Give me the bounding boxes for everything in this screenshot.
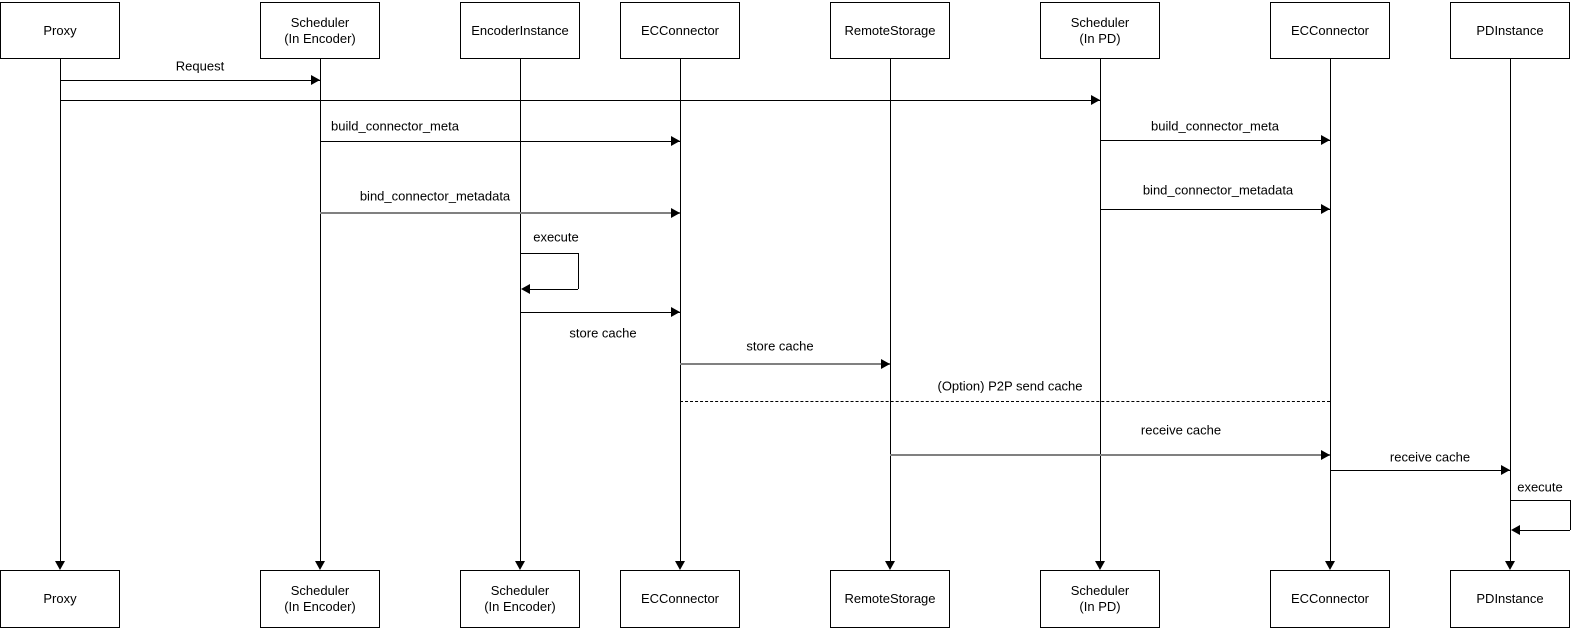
- lifeline-arrowhead-down: [1095, 561, 1105, 570]
- message-line-request: [60, 80, 320, 81]
- message-label-bind-connector-metadata: bind_connector_metadata: [357, 188, 513, 204]
- lifeline-encoderinstance: [520, 59, 521, 561]
- lifeline-scheduler-in-encoder: [320, 59, 321, 561]
- message-label-receive-cache: receive cache: [1387, 449, 1473, 465]
- participant-top-label: Scheduler (In Encoder): [284, 14, 356, 46]
- message-line-receive-cache: [890, 454, 1330, 456]
- participant-bottom-box-ecconnector: ECConnector: [620, 570, 740, 628]
- lifeline-ecconnector: [680, 59, 681, 561]
- message-label-option-p2p-send-cache: (Option) P2P send cache: [935, 378, 1085, 394]
- message-label-receive-cache: receive cache: [1138, 422, 1224, 438]
- participant-bottom-box-ecconnector: ECConnector: [1270, 570, 1390, 628]
- participant-top-box-scheduler-in-pd: Scheduler (In PD): [1040, 2, 1160, 59]
- message-line-build-connector-meta: [1100, 140, 1330, 141]
- lifeline-arrowhead-down: [315, 561, 325, 570]
- message-line-bind-connector-metadata: [320, 212, 680, 214]
- lifeline-remotestorage: [890, 59, 891, 561]
- participant-top-label: RemoteStorage: [844, 22, 936, 38]
- participant-top-box-ecconnector: ECConnector: [1270, 2, 1390, 59]
- self-message-side-execute: [578, 253, 579, 289]
- message-label-bind-connector-metadata: bind_connector_metadata: [1140, 182, 1296, 198]
- message-arrowhead-receive-cache: [1321, 450, 1330, 460]
- participant-top-box-pdinstance: PDInstance: [1450, 2, 1570, 59]
- participant-top-box-encoderinstance: EncoderInstance: [460, 2, 580, 59]
- participant-top-box-proxy: Proxy: [0, 2, 120, 59]
- lifeline-arrowhead-down: [515, 561, 525, 570]
- participant-bottom-label: PDInstance: [1476, 591, 1544, 606]
- lifeline-arrowhead-down: [675, 561, 685, 570]
- participant-top-box-ecconnector: ECConnector: [620, 2, 740, 59]
- message-arrowhead-store-cache: [671, 307, 680, 317]
- self-message-bottom-execute: [529, 289, 578, 290]
- message-line-store-cache: [520, 312, 680, 313]
- participant-bottom-box-scheduler-in-encoder: Scheduler (In Encoder): [260, 570, 380, 628]
- message-label-request: Request: [173, 58, 227, 74]
- lifeline-ecconnector: [1330, 59, 1331, 561]
- message-label-build-connector-meta: build_connector_meta: [329, 118, 461, 134]
- message-line-build-connector-meta: [320, 141, 680, 142]
- participant-top-label: Scheduler (In PD): [1070, 14, 1130, 46]
- message-line-receive-cache: [1330, 470, 1510, 471]
- participant-bottom-label: RemoteStorage: [844, 591, 936, 606]
- participant-bottom-label: ECConnector: [1290, 591, 1370, 606]
- message-arrowhead-execute: [1511, 525, 1520, 535]
- participant-top-label: Proxy: [43, 22, 77, 38]
- lifeline-proxy: [60, 59, 61, 561]
- lifeline-pdinstance: [1510, 59, 1511, 561]
- lifeline-arrowhead-down: [1325, 561, 1335, 570]
- message-arrowhead-bind-connector-metadata: [671, 208, 680, 218]
- message-arrowhead-unlabeled: [1091, 95, 1100, 105]
- participant-bottom-label: Proxy: [43, 591, 77, 606]
- self-message-bottom-execute: [1519, 530, 1570, 531]
- participant-bottom-box-pdinstance: PDInstance: [1450, 570, 1570, 628]
- message-label-build-connector-meta: build_connector_meta: [1149, 118, 1281, 134]
- self-message-top-execute: [1510, 500, 1570, 501]
- participant-bottom-label: Scheduler (In PD): [1070, 583, 1130, 614]
- participant-bottom-label: ECConnector: [640, 591, 720, 606]
- lifeline-arrowhead-down: [55, 561, 65, 570]
- participant-top-label: ECConnector: [640, 22, 720, 38]
- participant-top-label: ECConnector: [1290, 22, 1370, 38]
- message-line-bind-connector-metadata: [1100, 209, 1330, 210]
- participant-bottom-box-remotestorage: RemoteStorage: [830, 570, 950, 628]
- message-label-store-cache: store cache: [744, 338, 816, 354]
- self-message-top-execute: [520, 253, 578, 254]
- message-arrowhead-request: [311, 75, 320, 85]
- message-label-execute: execute: [531, 229, 581, 245]
- lifeline-arrowhead-down: [885, 561, 895, 570]
- message-arrowhead-build-connector-meta: [671, 136, 680, 146]
- participant-top-box-remotestorage: RemoteStorage: [830, 2, 950, 59]
- participant-bottom-label: Scheduler (In Encoder): [284, 583, 356, 614]
- participant-top-box-scheduler-in-encoder: Scheduler (In Encoder): [260, 2, 380, 59]
- message-line-store-cache: [680, 363, 890, 365]
- participant-bottom-box-scheduler-in-pd: Scheduler (In PD): [1040, 570, 1160, 628]
- message-line-unlabeled: [60, 100, 1100, 101]
- message-line-option-p2p-send-cache: [680, 401, 1330, 402]
- participant-top-label: PDInstance: [1476, 22, 1544, 38]
- participant-bottom-box-scheduler-in-encoder: Scheduler (In Encoder): [460, 570, 580, 628]
- message-arrowhead-store-cache: [881, 359, 890, 369]
- lifeline-arrowhead-down: [1505, 561, 1515, 570]
- message-label-store-cache: store cache: [567, 325, 639, 341]
- participant-bottom-label: Scheduler (In Encoder): [484, 583, 556, 614]
- self-message-side-execute: [1570, 500, 1571, 530]
- message-arrowhead-build-connector-meta: [1321, 135, 1330, 145]
- message-label-execute: execute: [1515, 479, 1565, 495]
- participant-top-label: EncoderInstance: [471, 22, 569, 38]
- message-arrowhead-receive-cache: [1501, 465, 1510, 475]
- lifeline-scheduler-in-pd: [1100, 59, 1101, 561]
- message-arrowhead-execute: [521, 284, 530, 294]
- message-arrowhead-bind-connector-metadata: [1321, 204, 1330, 214]
- participant-bottom-box-proxy: Proxy: [0, 570, 120, 628]
